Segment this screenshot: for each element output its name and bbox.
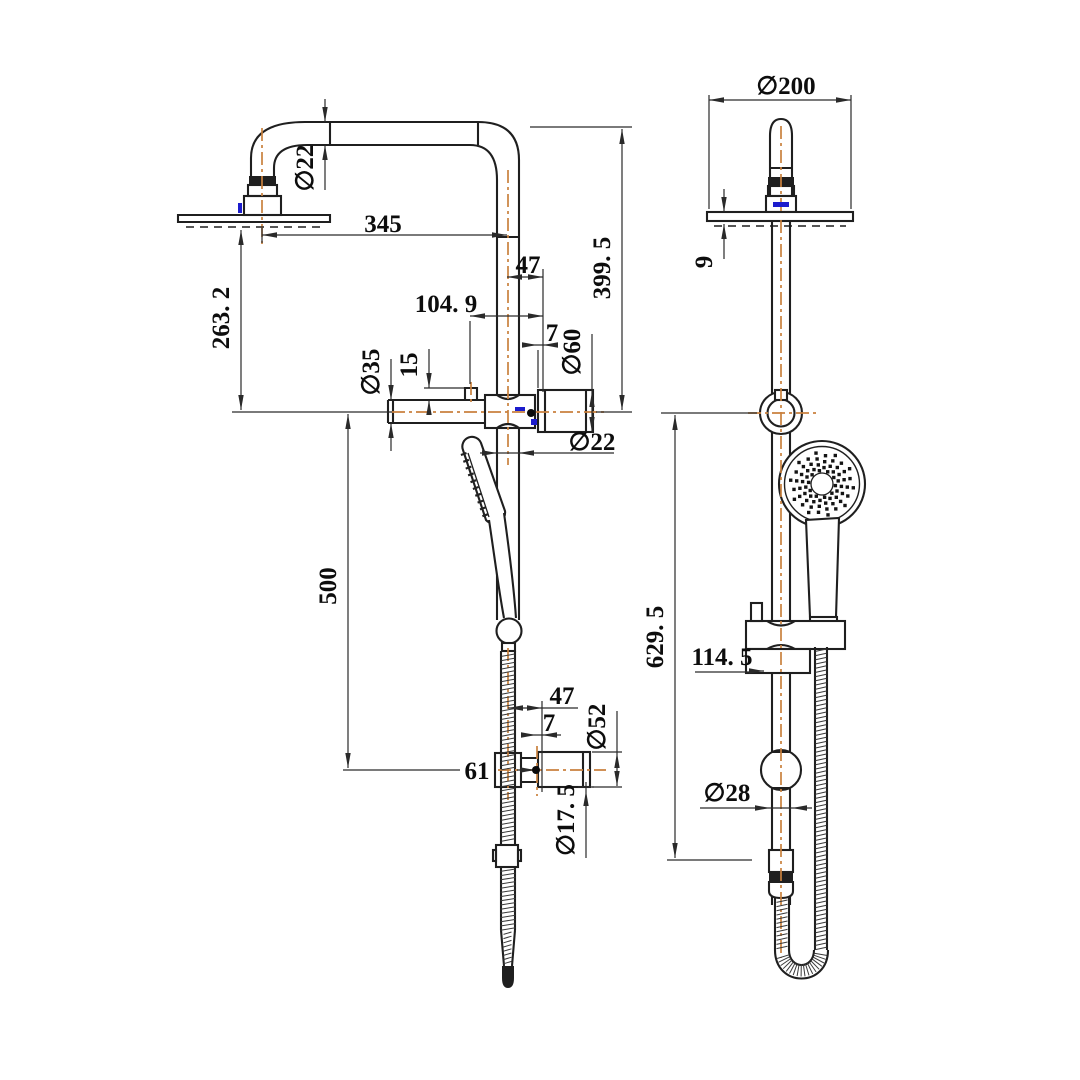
outlet-junction-dot xyxy=(532,766,540,774)
blue-mark-union-sq xyxy=(531,419,537,425)
dim-arm-diameter: ∅22 xyxy=(292,145,319,192)
handshower-head-side xyxy=(461,435,507,525)
dim-hose-offset: 61 xyxy=(465,758,490,785)
dimension-labels: ∅22 345 263. 2 399. 5 47 104. 9 7 ∅60 ∅3… xyxy=(208,73,816,856)
dim-step-bottom: 7 xyxy=(543,710,556,737)
spray-dots xyxy=(789,451,855,517)
dim-bracket-offset: 114. 5 xyxy=(691,644,752,671)
blue-accents xyxy=(238,202,789,425)
front-view xyxy=(705,117,867,980)
handshower-handle-fill xyxy=(489,513,516,618)
bracket-lower xyxy=(744,647,812,675)
dim-step-top: 7 xyxy=(546,320,559,347)
gooseneck-inner xyxy=(272,143,499,395)
front-hose-left xyxy=(773,898,791,950)
front-handle xyxy=(804,516,841,619)
dim-arm-reach: 345 xyxy=(364,211,402,238)
dim-outlet-offset: 47 xyxy=(550,683,575,710)
front-rail xyxy=(770,221,792,905)
hose-hatching xyxy=(500,648,827,965)
union-block xyxy=(483,393,537,430)
blue-mark-head xyxy=(238,203,242,213)
front-hose-right xyxy=(813,647,829,950)
hose-end-cap xyxy=(502,966,514,988)
dim-union-diameter: ∅35 xyxy=(358,349,385,396)
wall-flange-lines xyxy=(543,390,588,432)
head-plate xyxy=(176,213,332,224)
handshower-handle-left xyxy=(487,519,506,619)
dim-wall-flange-diameter: ∅60 xyxy=(559,329,586,376)
union-junction-dot xyxy=(527,409,535,417)
handshower-face-line xyxy=(467,452,490,518)
union-pipe-groove-bottom xyxy=(496,422,520,429)
dimension-arrows xyxy=(238,97,851,858)
blue-mark-union-h xyxy=(515,407,525,411)
hidden-edges xyxy=(186,225,846,228)
markers xyxy=(527,409,540,774)
dim-outlet-diameter: ∅52 xyxy=(584,704,611,751)
wall-flange-cylinder xyxy=(536,388,595,434)
dim-notch-height: 15 xyxy=(396,353,423,378)
bracket-upper xyxy=(744,619,847,651)
dim-plate-thickness: 9 xyxy=(691,256,718,269)
dim-pipe-diameter: ∅22 xyxy=(569,429,616,456)
dim-union-offset: 104. 9 xyxy=(415,291,478,318)
dimension-lines xyxy=(232,95,852,861)
dim-hose-diameter: ∅17. 5 xyxy=(553,784,580,856)
gooseneck-outer xyxy=(249,120,521,395)
dim-rail-height: 629. 5 xyxy=(642,606,669,669)
hose-edges-upper xyxy=(499,651,517,845)
hose-holder-ball xyxy=(495,617,523,645)
bracket-knob xyxy=(749,601,764,623)
hose-nut xyxy=(494,843,520,869)
hose-nut-tab-left xyxy=(491,848,498,863)
dim-riser-height: 399. 5 xyxy=(589,237,616,300)
face-and-ubend-ticks xyxy=(460,451,827,977)
handshower-handle-right xyxy=(502,512,518,619)
dim-head-drop: 263. 2 xyxy=(208,287,235,350)
dim-rail-diameter: ∅28 xyxy=(704,780,751,807)
bracket-clamp-top xyxy=(766,620,796,627)
dim-rail-length: 500 xyxy=(315,567,342,605)
handshower-face-outer xyxy=(777,439,867,529)
handshower-center-ring xyxy=(810,472,834,496)
centerlines xyxy=(261,126,816,958)
dim-offset-top: 47 xyxy=(516,252,541,279)
front-head-plate xyxy=(705,210,855,223)
outlet-neck xyxy=(521,756,538,784)
dim-head-diameter: ∅200 xyxy=(756,73,815,100)
hose-nut-tab-right xyxy=(516,848,523,863)
hose-taper xyxy=(499,929,517,967)
front-hose-ubend-outer xyxy=(773,949,830,980)
front-arm xyxy=(768,117,794,212)
blue-mark-front-arm xyxy=(773,202,789,207)
